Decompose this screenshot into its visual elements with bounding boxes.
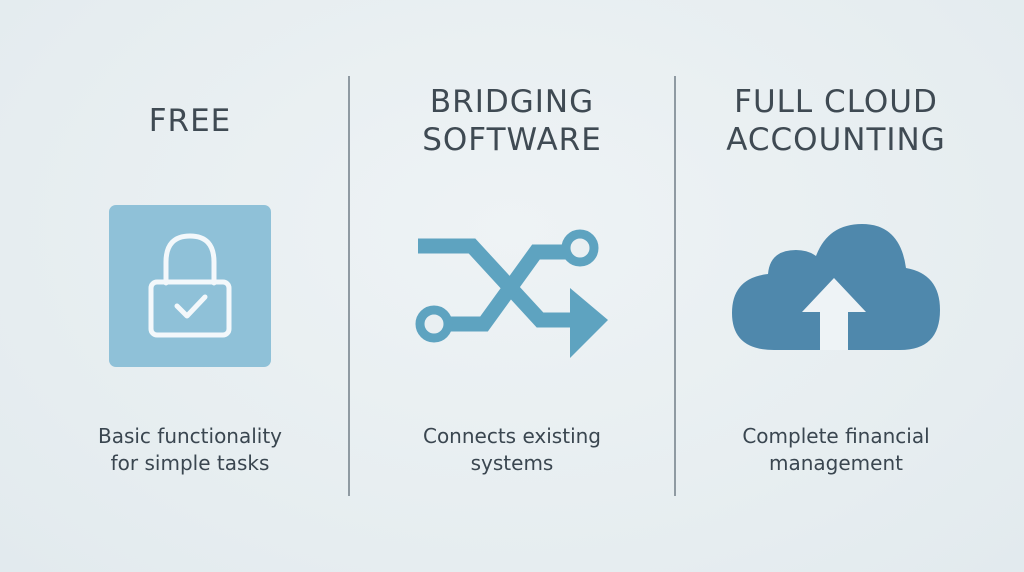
lock-check-icon xyxy=(109,205,271,367)
column-description-bridging: Connects existing systems xyxy=(422,424,601,475)
column-title-free: FREE xyxy=(148,103,232,139)
column-title-cloud: FULL CLOUD ACCOUNTING xyxy=(726,84,946,158)
shuffle-arrows-icon xyxy=(415,229,608,358)
column-description-cloud: Complete financial management xyxy=(742,424,930,475)
column-description-free: Basic functionality for simple tasks xyxy=(97,424,283,475)
column-title-bridging: BRIDGING SOFTWARE xyxy=(422,84,602,158)
divider-left xyxy=(348,76,350,496)
column-bridging: BRIDGING SOFTWARE Connects existing syst… xyxy=(362,0,662,572)
column-free: FREE Basic functionality for simple task… xyxy=(40,0,340,572)
divider-right xyxy=(674,76,676,496)
cloud-upload-icon xyxy=(732,224,940,350)
column-cloud: FULL CLOUD ACCOUNTING Complete financial… xyxy=(686,0,986,572)
